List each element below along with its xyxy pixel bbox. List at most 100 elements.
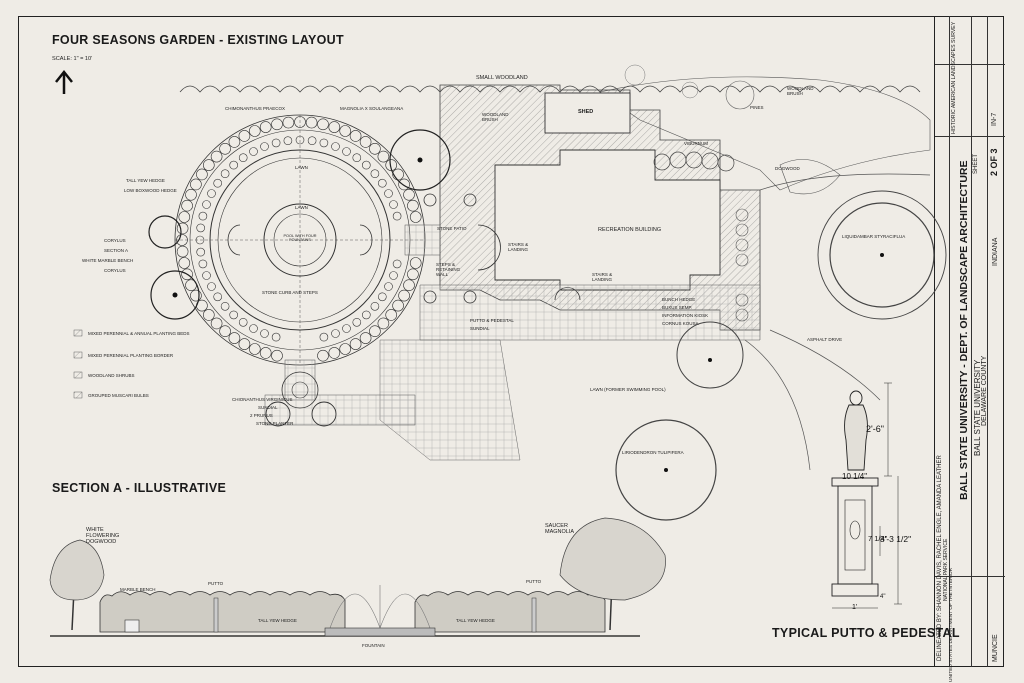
hedge-shrub: [176, 245, 189, 258]
hedge-shrub: [377, 317, 390, 330]
label-cornus-kousa: CORNUS KOUSA: [662, 321, 699, 326]
hedge-shrub: [259, 347, 272, 359]
legend-swatches: [73, 329, 83, 399]
hedge-shrub: [238, 317, 248, 327]
hedge-shrub: [249, 324, 258, 333]
hedge-shrub: [196, 168, 208, 181]
hedge-shrub: [203, 159, 215, 171]
hedge-shrub: [219, 143, 231, 155]
scale-note: SCALE: 1" = 10': [52, 56, 93, 62]
label-stone-planter: STONE PLANTER: [256, 421, 294, 426]
hedge-shrub: [369, 143, 381, 155]
hedge-shrub: [409, 211, 422, 223]
label-chionanthus: CHIONANTHUS VIRGINICUS: [232, 397, 293, 402]
label-section-a: SECTION A: [104, 248, 129, 253]
hedge-shrub: [178, 211, 191, 223]
marble-bench: [124, 619, 140, 633]
hedge-shrub: [403, 279, 415, 292]
hedge-shrub: [331, 142, 340, 151]
hedge-shrub: [185, 189, 197, 201]
hedge-shrub: [359, 332, 372, 344]
tall-yew-hedge-right: [414, 591, 606, 633]
label-sundial-2: SUNDIAL: [258, 405, 278, 410]
hedge-shrub: [369, 325, 381, 338]
label-stone-patio: STONE PATIO: [437, 226, 467, 231]
hedge-shrub: [385, 309, 398, 321]
hedge-shrub: [398, 178, 410, 191]
hedge-shrub: [181, 268, 193, 281]
label-stairs-landing-2: STAIRS & LANDING: [592, 272, 613, 282]
hedge-shrub: [229, 160, 238, 170]
hedge-shrub: [219, 325, 231, 338]
shed: [544, 92, 631, 134]
hedge-shrub: [377, 178, 387, 188]
hedge-shrub: [213, 292, 222, 302]
label-lawn-top: LAWN: [295, 165, 308, 170]
label-stone-curb: STONE CURB AND STEPS: [262, 290, 318, 295]
hedge-ring: [176, 116, 422, 362]
hedge-shrub: [307, 136, 317, 145]
hedge-shrub: [317, 118, 329, 131]
hedge-shrub: [403, 189, 415, 201]
liquidambar-tree: [817, 190, 947, 320]
dim-inset: 7 1/4": [868, 534, 888, 543]
label-putto-right: PUTTO: [526, 579, 542, 584]
dim-statue-height: 2'-6": [866, 424, 884, 434]
hedge-shrub: [271, 138, 281, 148]
hedge-shrub: [359, 136, 372, 148]
plan-title: FOUR SEASONS GARDEN - EXISTING LAYOUT: [52, 33, 344, 47]
hedge-shrub: [249, 147, 258, 156]
hedge-shrub: [370, 301, 380, 311]
tall-yew-hedge-left: [99, 591, 346, 633]
cornus-kousa-tree: [676, 321, 744, 389]
label-shed: SHED: [578, 109, 594, 115]
label-dogwood: DOGWOOD: [775, 166, 800, 171]
hedge-shrub: [407, 199, 419, 212]
hedge-shrub: [377, 150, 390, 163]
label-putto-left: PUTTO: [208, 581, 224, 586]
hedge-shrub: [283, 136, 293, 145]
hedge-shrub: [202, 271, 211, 280]
hedge-shrub: [238, 153, 248, 162]
hedge-shrub: [202, 200, 211, 209]
label-viburnum: VIBURNUM: [684, 141, 709, 146]
hedge-shrub: [207, 189, 216, 198]
hedge-shrub: [392, 211, 402, 221]
label-info-kiosk: INFORMATION KIOSK: [662, 313, 709, 318]
hedge-shrub: [398, 289, 410, 302]
label-corylus-2: CORYLUS: [104, 268, 126, 273]
hedge-shrub: [409, 257, 422, 269]
hedge-shrub: [392, 259, 402, 269]
label-sundial: SUNDIAL: [470, 326, 490, 331]
label-tall-yew-left: TALL YEW HEDGE: [258, 618, 297, 623]
dim-base-width: 1': [852, 604, 858, 611]
hedge-shrub: [249, 125, 261, 137]
hedge-shrub: [352, 153, 362, 162]
hedge-shrub: [407, 268, 419, 281]
hedge-shrub: [349, 338, 362, 350]
hedge-shrub: [339, 125, 352, 137]
hedge-shrub: [198, 259, 208, 269]
label-putto-pedestal: PUTTO & PEDESTAL: [470, 318, 514, 323]
label-small-woodland: SMALL WOODLAND: [476, 75, 528, 81]
hedge-shrub: [196, 223, 205, 233]
legend-item-2: MIXED PERENNIAL PLANTING BORDER: [88, 353, 174, 358]
section-title: SECTION A - ILLUSTRATIVE: [52, 481, 227, 495]
label-pool: POOL WITH FOUR FOUNTAINS: [283, 234, 317, 242]
legend-item-4: GROUPED MUSCARI BULBS: [88, 393, 149, 398]
liriodendron-tree: [615, 419, 717, 521]
sheet-border: [18, 16, 1004, 667]
hedge-shrub: [259, 121, 272, 133]
magnolia-tree: [389, 129, 451, 191]
label-taxus: TALL YEW HEDGE: [126, 178, 165, 183]
hedge-shrub: [213, 178, 222, 188]
hedge-shrub: [260, 142, 269, 151]
north-arrow-icon: [55, 69, 73, 94]
hedge-shrub: [349, 130, 362, 142]
label-recreation-building: RECREATION BUILDING: [598, 227, 662, 233]
putto-title: TYPICAL PUTTO & PEDESTAL: [772, 626, 960, 640]
label-marble-bench: WHITE MARBLE BENCH: [82, 258, 134, 263]
label-lawn-inner: LAWN: [295, 205, 308, 210]
label-section-marble-bench: MARBLE BENCH: [120, 587, 156, 592]
hedge-shrub: [176, 234, 188, 246]
